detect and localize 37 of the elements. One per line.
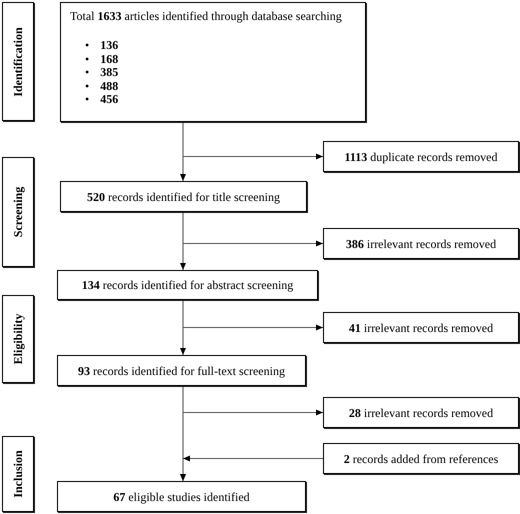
database-count: • 168 — [85, 52, 118, 66]
step-label: 93 records identified for full-text screening — [78, 364, 285, 378]
exclusion-box — [323, 312, 519, 343]
process-box — [57, 270, 318, 300]
phase-label: Identification — [11, 26, 25, 96]
exclusion-label: 1113 duplicate records removed — [344, 150, 498, 164]
phase-label: Inclusion — [11, 450, 25, 498]
step-label: 134 records identified for abstract screening — [82, 278, 294, 292]
exclusion-label: 28 irrelevant records removed — [348, 406, 494, 420]
process-box — [57, 355, 306, 386]
phase-box — [2, 295, 34, 383]
exclusion-box — [323, 228, 519, 259]
search-box — [60, 2, 366, 122]
phase-label: Screening — [11, 186, 25, 238]
phase-label: Eligibility — [11, 314, 25, 364]
arrow — [180, 456, 324, 482]
exclusion-label: 2 records added from references — [344, 452, 498, 466]
process-box — [60, 181, 307, 212]
exclusion-label: 386 irrelevant records removed — [346, 236, 496, 250]
step-label: 520 records identified for title screening — [87, 190, 280, 204]
step-label: 67 eligible studies identified — [113, 490, 250, 504]
exclusion-box — [323, 141, 519, 172]
exclusion-box — [323, 443, 519, 474]
phase-box — [2, 157, 34, 267]
arrow — [180, 300, 186, 356]
arrow — [180, 212, 186, 270]
arrow — [180, 122, 186, 182]
exclusion-box — [323, 397, 519, 428]
search-summary: Total 1633 articles identified through database searching — [70, 9, 342, 23]
database-count: • 385 — [85, 66, 118, 80]
database-count: • 136 — [85, 39, 118, 53]
phase-box — [2, 436, 34, 512]
process-box — [57, 481, 306, 512]
phase-box — [2, 2, 34, 121]
exclusion-label: 41 irrelevant records removed — [348, 320, 494, 334]
database-count: • 456 — [85, 93, 118, 107]
database-count: • 488 — [85, 80, 118, 94]
